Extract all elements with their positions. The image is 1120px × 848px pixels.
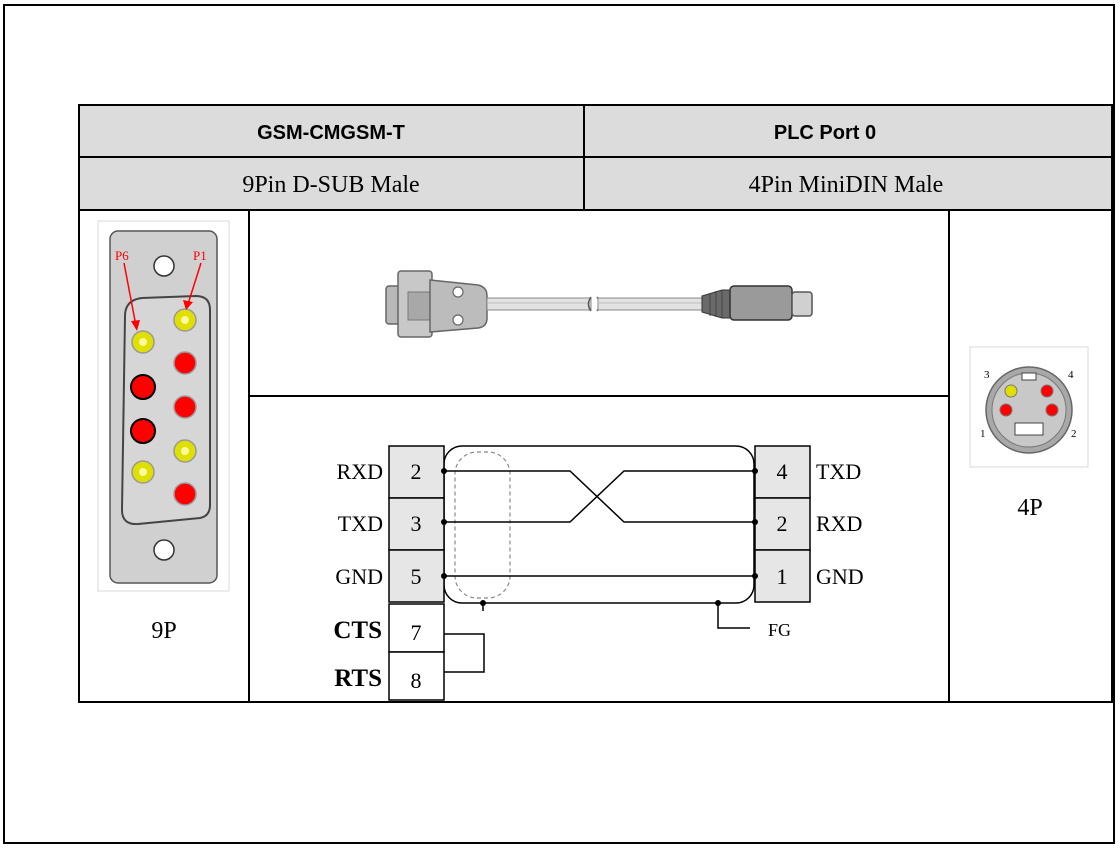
- right-pin-1: 4: [777, 459, 788, 484]
- minidin-label-3: 3: [984, 369, 990, 381]
- jumper-pin-8: 8: [411, 668, 422, 693]
- left-pin-2: 3: [411, 511, 422, 536]
- wiring-schematic: [388, 445, 811, 701]
- mounting-hole-top: [153, 255, 175, 277]
- minidin-4pin-connector: 3 4 1 2: [969, 346, 1089, 468]
- dsub-pin-2: [173, 351, 197, 375]
- minidin-label-2: 2: [1071, 428, 1077, 440]
- left-signal-3: GND: [335, 564, 383, 589]
- minidin-caption: 4P: [1017, 495, 1042, 521]
- jumper-signal-cts: CTS: [333, 617, 382, 644]
- right-pin-2: 2: [777, 511, 788, 536]
- device-name: GSM-CMGSM-T: [257, 122, 405, 144]
- right-signal-3: GND: [816, 564, 864, 589]
- body-grid: [78, 209, 1113, 703]
- dsub-pin-5: [173, 482, 197, 506]
- right-signal-2: RXD: [816, 511, 862, 536]
- minidin-pin-4: [1040, 384, 1054, 398]
- pin-label-p1: P1: [193, 248, 207, 263]
- jumper-signal-rts: RTS: [334, 665, 382, 692]
- minidin-label-1: 1: [980, 428, 986, 440]
- shield-fg-label: FG: [768, 620, 791, 640]
- dsub-pin-3: [173, 395, 197, 419]
- dsub-caption: 9P: [151, 618, 176, 644]
- minidin-pin-1: [999, 403, 1013, 417]
- right-signal-1: TXD: [816, 459, 861, 484]
- dsub-9pin-connector: P6 P1: [97, 220, 230, 592]
- minidin-pin-2: [1045, 403, 1059, 417]
- left-signal-1: RXD: [337, 459, 383, 484]
- minidin-pin-3: [1004, 384, 1018, 398]
- header-row-1: [78, 104, 1113, 158]
- minidin-label-4: 4: [1068, 369, 1074, 381]
- left-signal-2: TXD: [338, 511, 383, 536]
- left-pin-1: 2: [411, 459, 422, 484]
- header-row-2: [78, 156, 1113, 211]
- dsub-pin-7: [130, 374, 156, 400]
- mounting-hole-bottom: [153, 539, 175, 561]
- jumper-pin-7: 7: [411, 620, 422, 645]
- cable-illustration: [385, 270, 813, 338]
- dsub-pin-8: [130, 418, 156, 444]
- device-connector-type: 9Pin D-SUB Male: [242, 172, 419, 198]
- pin-label-p6: P6: [115, 248, 129, 263]
- left-pin-3: 5: [411, 564, 422, 589]
- right-pin-3: 1: [777, 564, 788, 589]
- plc-connector-type: 4Pin MiniDIN Male: [749, 172, 944, 198]
- plc-port-name: PLC Port 0: [774, 122, 876, 144]
